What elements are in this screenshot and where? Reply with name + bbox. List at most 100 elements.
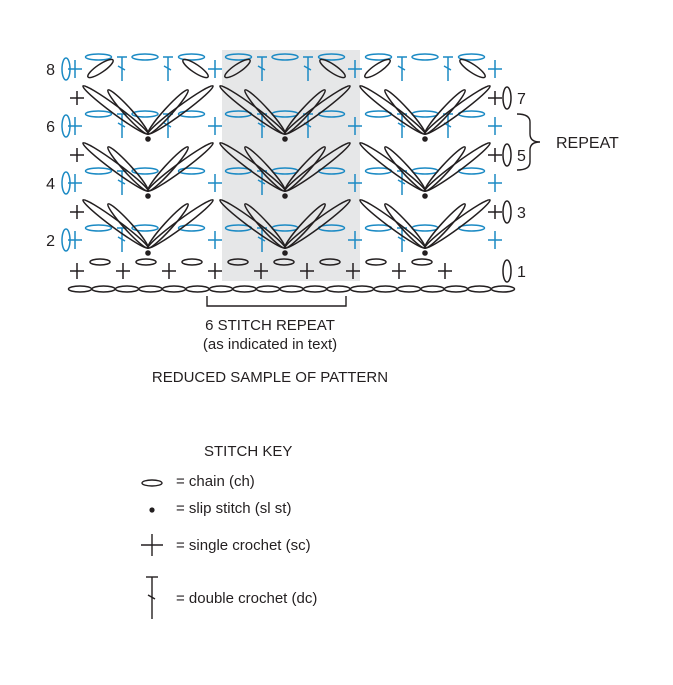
chain-mark — [411, 53, 439, 61]
row-label-1: 1 — [517, 264, 526, 281]
row-label-3: 3 — [517, 205, 526, 222]
chain-mark — [138, 285, 163, 293]
stitch-repeat-caption: 6 STITCH REPEAT (as indicated in text) — [150, 316, 390, 354]
turning-chain-mark — [502, 86, 512, 110]
single-crochet-mark — [300, 263, 314, 279]
chain-mark — [185, 285, 210, 293]
single-crochet-mark — [208, 60, 222, 78]
slip-stitch-mark — [282, 250, 288, 256]
repeat-label: REPEAT — [556, 135, 619, 152]
double-crochet-mark — [303, 56, 313, 81]
chain-mark — [279, 285, 304, 293]
slip-stitch-mark — [145, 193, 151, 199]
turning-chain-mark — [502, 143, 512, 167]
sample-caption: REDUCED SAMPLE OF PATTERN — [151, 369, 389, 386]
single-crochet-mark — [346, 263, 360, 279]
key-text-chain: = chain (ch) — [176, 473, 255, 490]
chain-loop-mark — [364, 58, 391, 79]
slip-stitch-icon — [149, 507, 155, 513]
chain-mark — [302, 285, 328, 293]
chain-mark — [255, 285, 281, 293]
slip-stitch-mark — [145, 136, 151, 142]
chain-mark — [131, 53, 159, 61]
chain-mark — [232, 285, 257, 293]
slip-stitch-mark — [282, 136, 288, 142]
chain-mark — [84, 224, 113, 232]
chain-loop-mark — [284, 142, 351, 192]
single-crochet-mark — [348, 174, 362, 192]
double-crochet-icon — [146, 576, 158, 619]
single-crochet-mark — [488, 205, 502, 219]
chain-loop-mark — [424, 85, 491, 135]
row-label-5: 5 — [517, 148, 526, 165]
chain-mark — [271, 53, 299, 61]
chain-mark — [181, 258, 203, 266]
turning-chain-mark — [502, 200, 512, 224]
chain-loop-mark — [147, 199, 214, 249]
single-crochet-mark — [162, 263, 176, 279]
chain-mark — [177, 224, 206, 232]
chain-mark — [131, 167, 159, 175]
slip-stitch-mark — [422, 136, 428, 142]
single-crochet-mark — [208, 117, 222, 135]
turning-chain-mark — [61, 114, 71, 138]
turning-chain-mark — [61, 228, 71, 252]
chain-mark — [457, 53, 486, 61]
chain-mark — [89, 258, 111, 266]
chain-loop-mark — [424, 199, 491, 249]
row-label-8: 8 — [46, 62, 55, 79]
chain-mark — [420, 285, 445, 293]
chain-mark — [114, 285, 140, 293]
single-crochet-mark — [348, 60, 362, 78]
chain-mark — [227, 258, 249, 266]
single-crochet-mark — [488, 117, 502, 135]
row-label-4: 4 — [46, 176, 55, 193]
turning-chain-mark — [61, 171, 71, 195]
chain-mark — [84, 167, 113, 175]
chain-mark — [84, 53, 113, 61]
single-crochet-mark — [208, 263, 222, 279]
single-crochet-mark — [70, 263, 84, 279]
chain-mark — [396, 285, 422, 293]
chain-mark — [177, 53, 206, 61]
stitch-repeat-caption-line1: 6 STITCH REPEAT — [205, 317, 335, 334]
slip-stitch-mark — [422, 250, 428, 256]
chain-mark — [84, 110, 113, 118]
turning-chain-mark — [61, 57, 71, 81]
chain-mark — [411, 167, 439, 175]
single-crochet-mark — [254, 263, 268, 279]
chain-mark — [177, 110, 206, 118]
single-crochet-mark — [348, 231, 362, 249]
chain-loop-mark — [284, 199, 351, 249]
single-crochet-mark — [208, 174, 222, 192]
chain-mark — [91, 285, 116, 293]
single-crochet-mark — [70, 148, 84, 162]
row-label-2: 2 — [46, 233, 55, 250]
single-crochet-mark — [488, 174, 502, 192]
single-crochet-mark — [438, 263, 452, 279]
chain-loop-mark — [182, 58, 209, 79]
turning-chain-mark — [502, 259, 512, 283]
chain-mark — [319, 258, 341, 266]
chain-mark — [273, 258, 295, 266]
chain-mark — [317, 53, 346, 61]
single-crochet-mark — [70, 91, 84, 105]
key-text-slip-stitch: = slip stitch (sl st) — [176, 500, 292, 517]
chain-loop-mark — [459, 58, 486, 79]
chain-mark — [365, 258, 387, 266]
chain-loop-mark — [424, 142, 491, 192]
chain-mark — [131, 110, 159, 118]
double-crochet-mark — [443, 56, 453, 81]
chain-mark — [364, 53, 393, 61]
double-crochet-mark — [257, 56, 267, 81]
chain-mark — [67, 285, 93, 293]
chain-loop-mark — [284, 85, 351, 135]
slip-stitch-mark — [422, 193, 428, 199]
chain-mark — [326, 285, 351, 293]
chain-mark — [135, 258, 157, 266]
chain-mark — [208, 285, 234, 293]
stitch-repeat-bracket — [206, 296, 347, 307]
chain-loop-mark — [147, 142, 214, 192]
single-crochet-mark — [488, 60, 502, 78]
